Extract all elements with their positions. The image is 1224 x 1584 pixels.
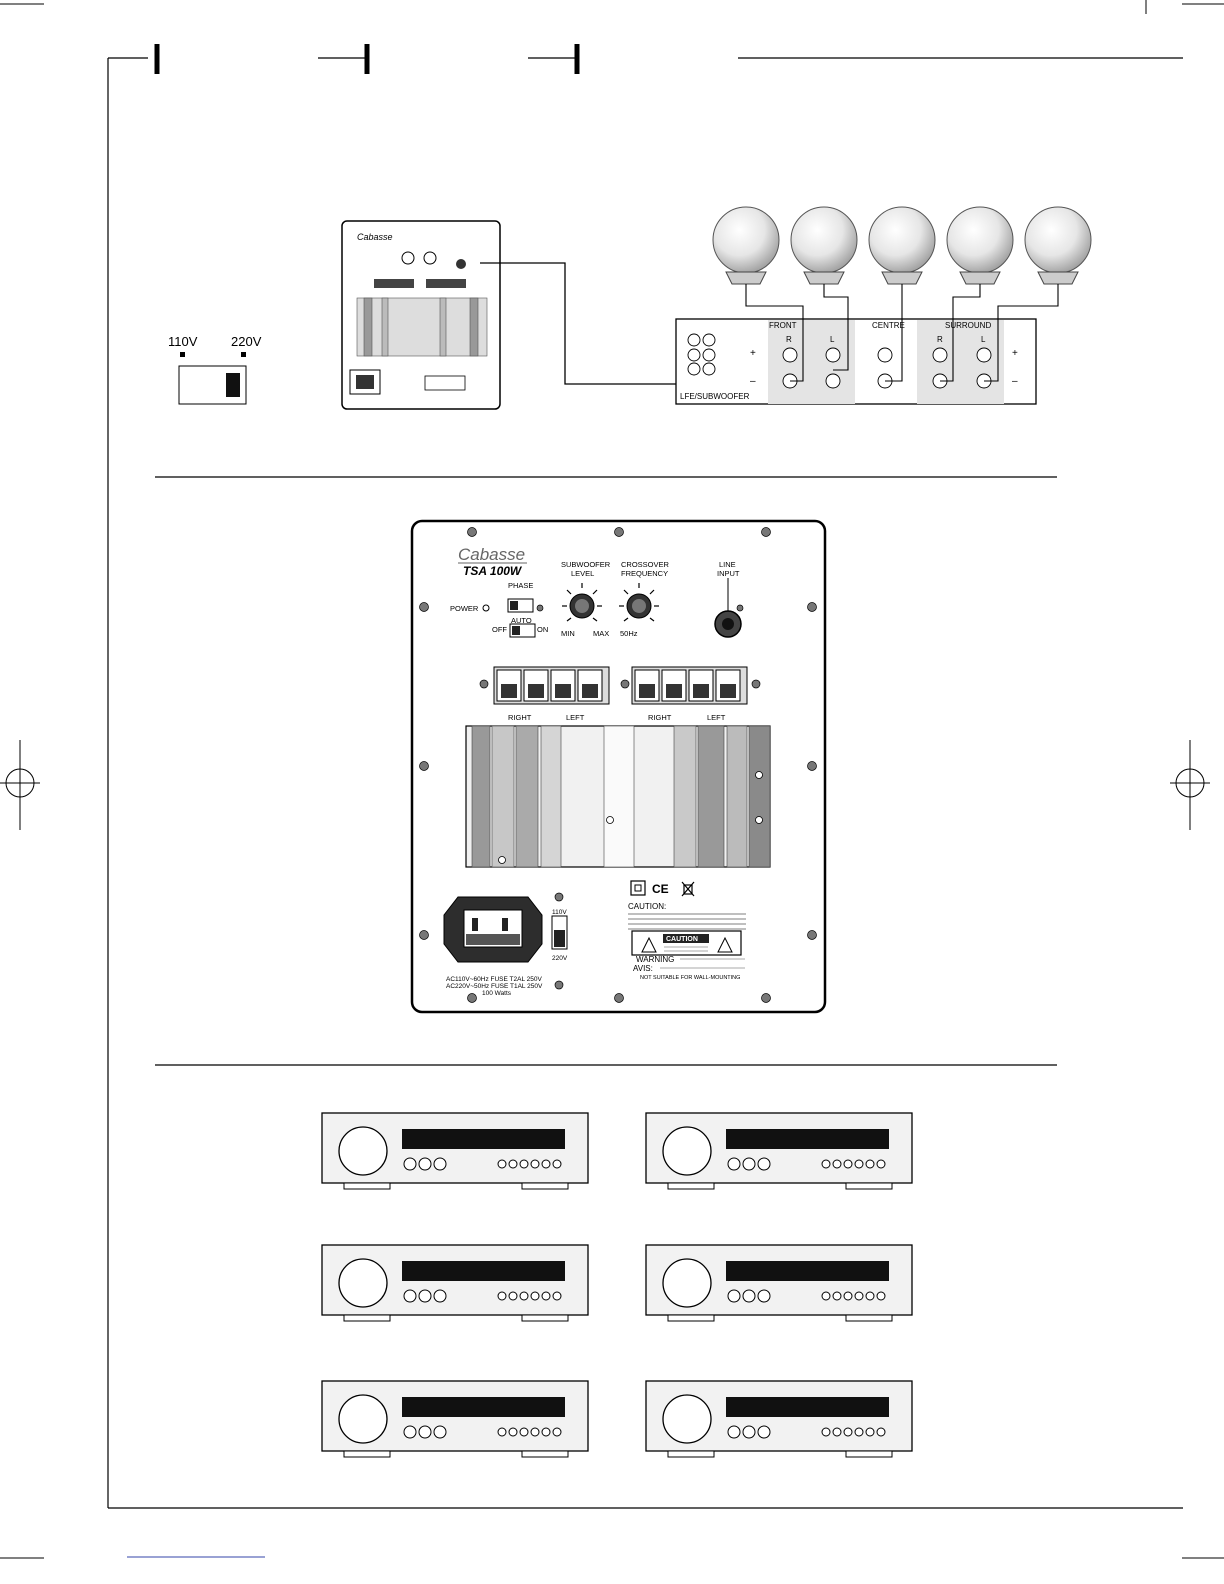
svg-text:–: – <box>1012 376 1018 387</box>
svg-text:R: R <box>937 335 943 344</box>
receiver-terminal-panel <box>675 284 1059 405</box>
model-name: TSA 100W <box>463 564 523 578</box>
svg-text:PHASE: PHASE <box>508 581 533 590</box>
speakers <box>712 206 1092 285</box>
svg-text:POWER: POWER <box>450 604 479 613</box>
svg-text:FREQUENCY: FREQUENCY <box>621 569 668 578</box>
small-subwoofer-panel: Cabasse <box>341 220 501 410</box>
svg-text:OFF: OFF <box>492 625 507 634</box>
svg-text:SUBWOOFER: SUBWOOFER <box>561 560 611 569</box>
svg-text:MIN: MIN <box>561 629 575 638</box>
svg-text:NOT SUITABLE FOR WALL-MOUNTING: NOT SUITABLE FOR WALL-MOUNTING <box>640 975 740 981</box>
svg-text:+: + <box>750 348 756 359</box>
subwoofer-rear-panel: CE <box>410 519 827 1014</box>
svg-text:RIGHT: RIGHT <box>648 713 672 722</box>
svg-text:L: L <box>981 335 986 344</box>
svg-text:MAX: MAX <box>593 629 609 638</box>
svg-text:+: + <box>1012 348 1018 359</box>
svg-text:INPUT: INPUT <box>717 569 740 578</box>
label-front: FRONT <box>769 321 797 330</box>
svg-text:CAUTION:: CAUTION: <box>628 902 666 911</box>
voltage-switch-diagram: 110V 220V <box>168 334 262 405</box>
svg-text:AUTO: AUTO <box>511 616 532 625</box>
label-lfe-subwoofer: LFE/SUBWOOFER <box>680 392 750 401</box>
label-surround: SURROUND <box>945 321 991 330</box>
amplifier-illustrations <box>321 1112 913 1458</box>
svg-text:220V: 220V <box>552 955 568 962</box>
svg-text:WARNING: WARNING <box>636 955 674 964</box>
svg-text:100 Watts: 100 Watts <box>482 990 512 997</box>
svg-text:AVIS:: AVIS: <box>633 964 653 973</box>
svg-text:LEVEL: LEVEL <box>571 569 594 578</box>
svg-text:L: L <box>830 335 835 344</box>
svg-text:–: – <box>750 376 756 387</box>
svg-text:50Hz: 50Hz <box>620 629 638 638</box>
switch-knob <box>226 373 240 397</box>
svg-text:RIGHT: RIGHT <box>508 713 532 722</box>
svg-text:R: R <box>786 335 792 344</box>
label-centre: CENTRE <box>872 321 905 330</box>
label-110v: 110V <box>168 334 198 349</box>
brand-logo: Cabasse <box>458 545 525 564</box>
svg-text:LEFT: LEFT <box>707 713 726 722</box>
svg-text:CAUTION: CAUTION <box>666 936 698 943</box>
svg-text:LINE: LINE <box>719 560 736 569</box>
svg-text:AC220V~50Hz FUSE T1AL 250V: AC220V~50Hz FUSE T1AL 250V <box>446 983 543 990</box>
svg-text:CE: CE <box>652 882 669 896</box>
svg-text:CROSSOVER: CROSSOVER <box>621 560 670 569</box>
svg-text:AC110V~60Hz FUSE T2AL 250V: AC110V~60Hz FUSE T2AL 250V <box>446 976 542 983</box>
svg-text:ON: ON <box>537 625 548 634</box>
svg-text:110V: 110V <box>552 909 567 916</box>
svg-text:LEFT: LEFT <box>566 713 585 722</box>
label-220v: 220V <box>231 334 262 349</box>
svg-text:Cabasse: Cabasse <box>357 232 393 242</box>
